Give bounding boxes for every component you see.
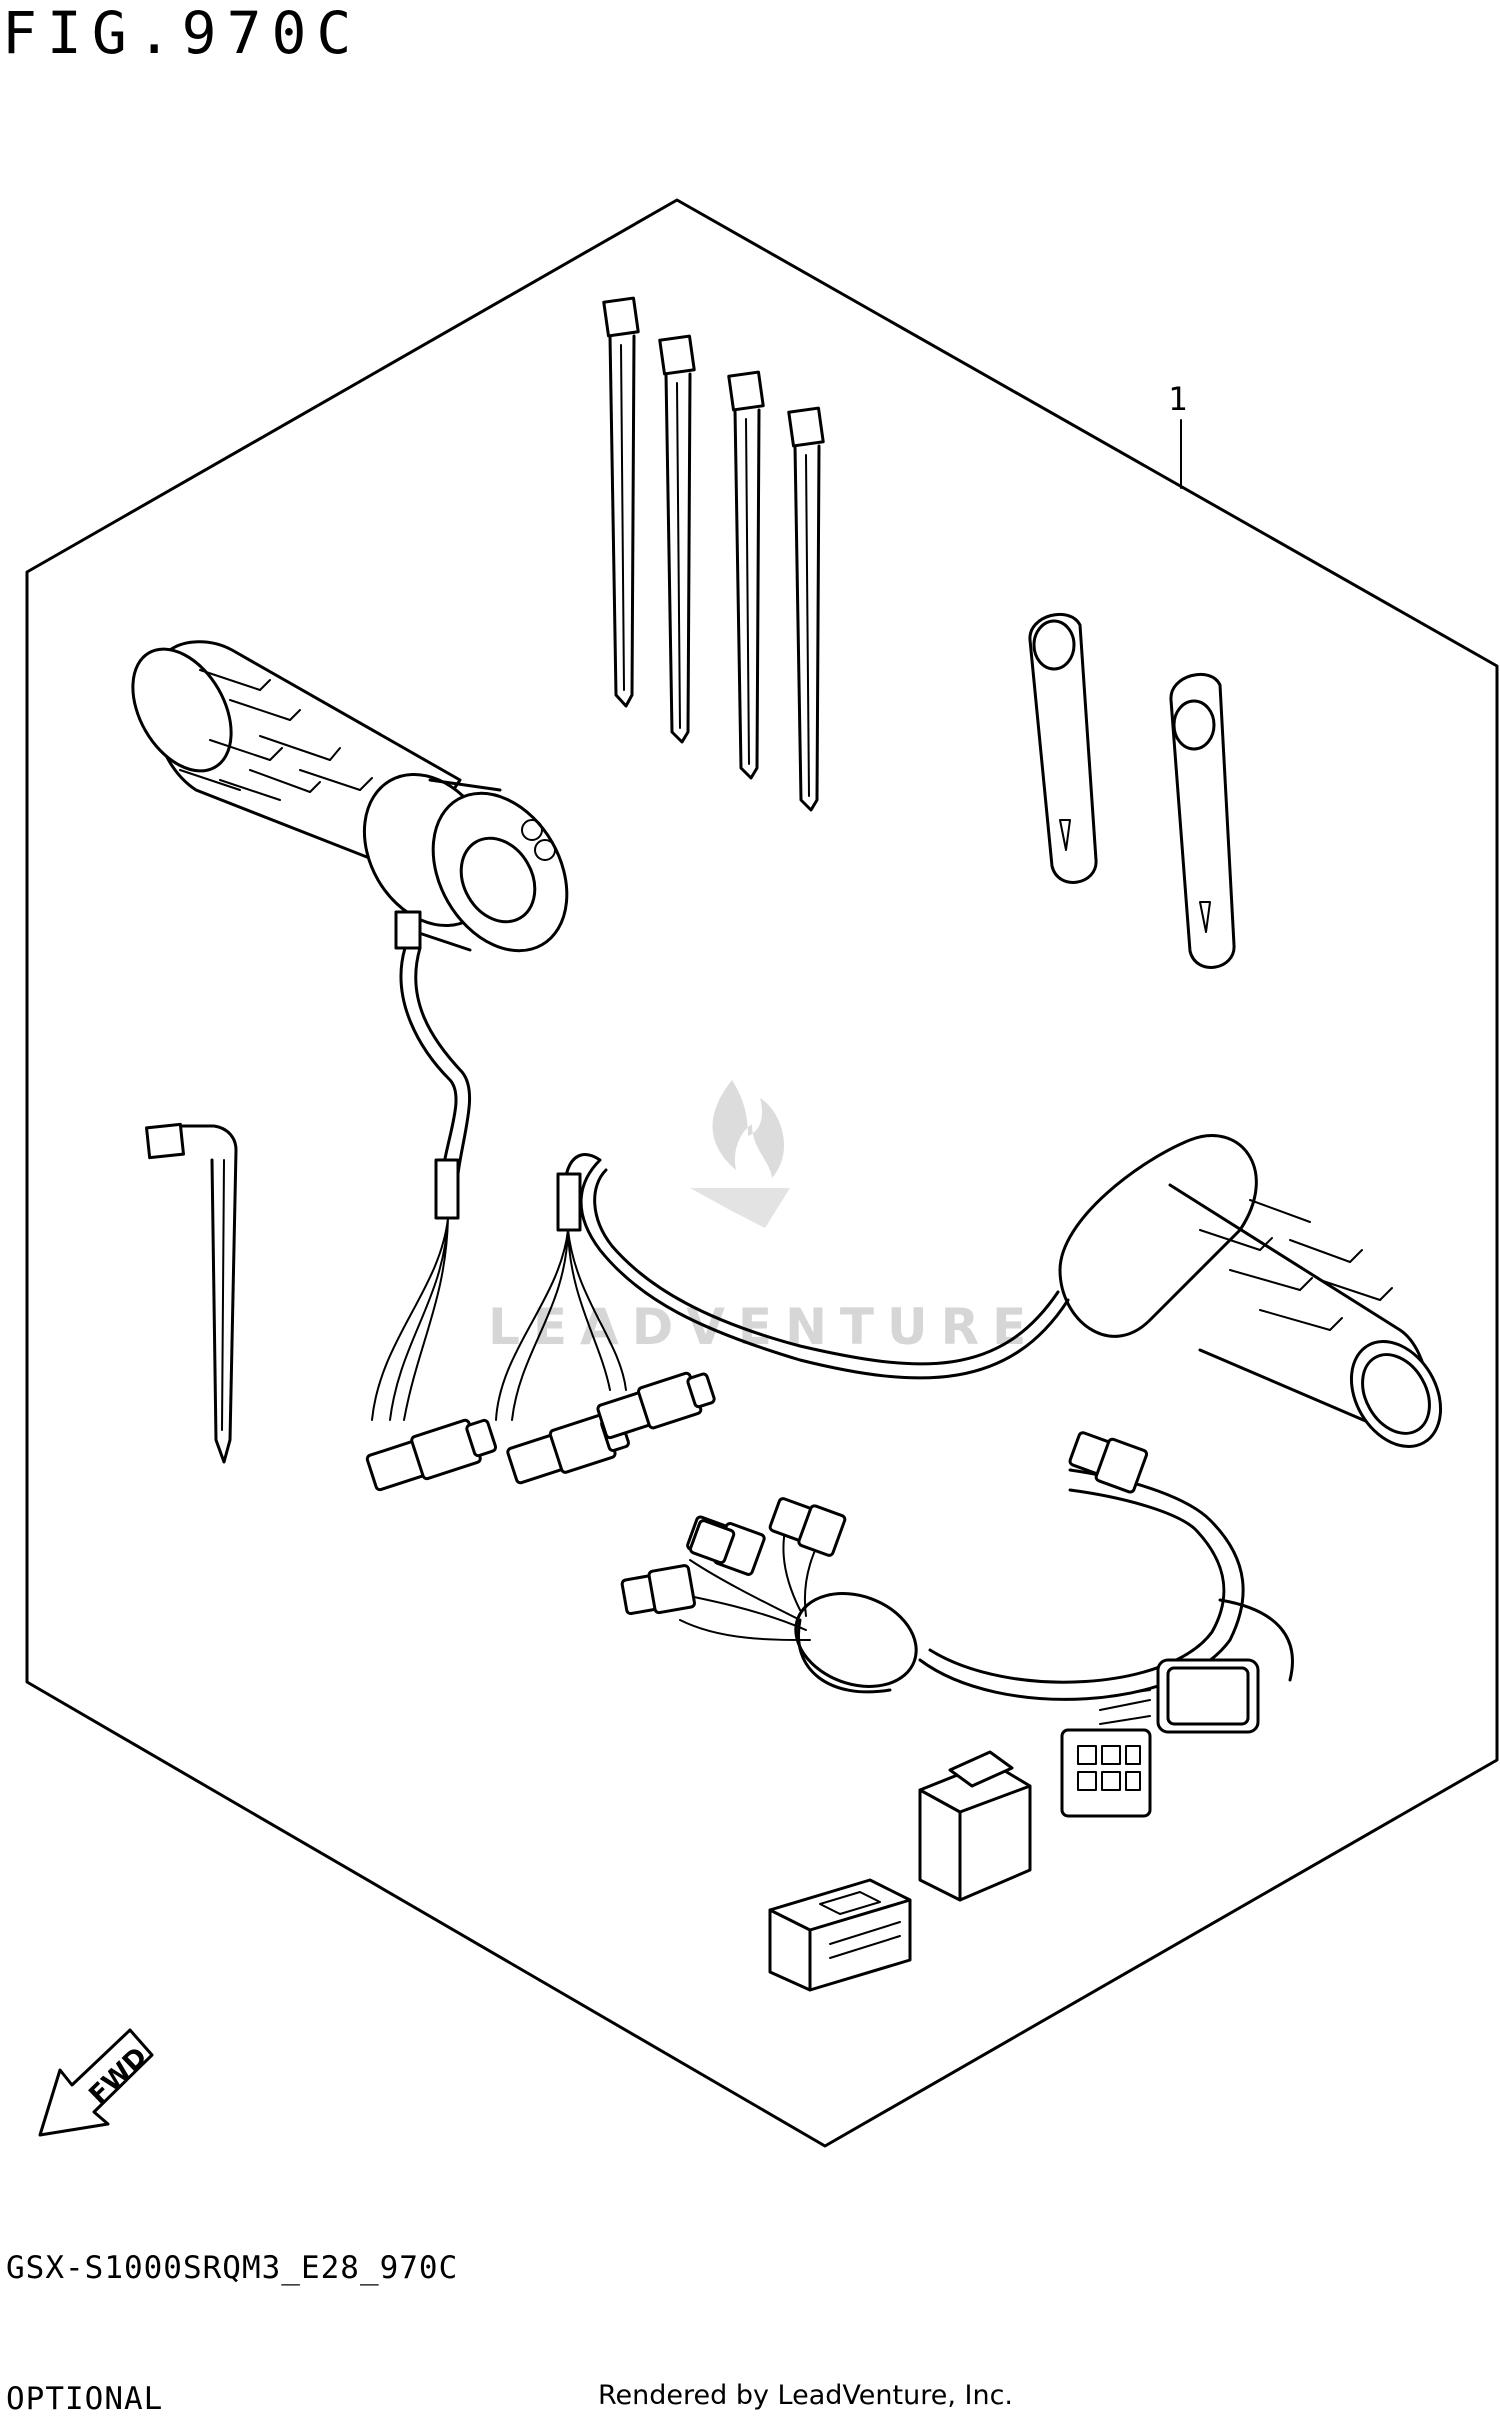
section-label: OPTIONAL: [6, 2381, 164, 2417]
clamp-strap-2: [1169, 672, 1236, 969]
cable-tie-4: [787, 406, 825, 812]
coupler: [768, 1878, 912, 1992]
cable-tie-5: [145, 1122, 238, 1464]
cable-tie-3: [727, 370, 765, 780]
cable-tie-2: [658, 334, 696, 744]
credit-text: Rendered by LeadVenture, Inc.: [598, 2380, 1014, 2411]
callout-number-1: 1: [1168, 380, 1188, 418]
right-heated-grip: [1058, 1134, 1443, 1448]
figure-title: FIG.970C: [2, 0, 362, 67]
clamp-strap-1: [1028, 612, 1098, 884]
left-heated-grip: [131, 640, 569, 953]
connector-cover: [918, 1750, 1032, 1902]
kit-boundary: [25, 198, 1499, 2148]
wiring-harness: [620, 1431, 1294, 1818]
right-grip-lead: [495, 1153, 1070, 1485]
cable-tie-1: [602, 296, 640, 708]
watermark-logo-icon: [690, 1080, 790, 1228]
fwd-arrow-icon: FWD: [38, 2028, 154, 2137]
figure-code: GSX-S1000SRQM3_E28_970C: [6, 2250, 459, 2286]
left-grip-lead: [365, 946, 498, 1492]
